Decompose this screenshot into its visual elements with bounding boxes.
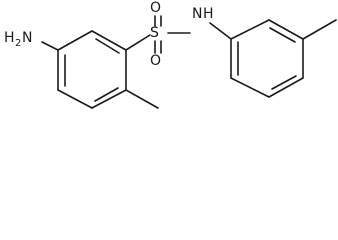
double-bond [269, 27, 296, 43]
amino-label: H 2 N [4, 30, 32, 49]
nh-label: N H [192, 6, 214, 22]
bond [268, 19, 304, 40]
nh-h: H [203, 6, 214, 22]
double-bond [94, 87, 119, 102]
n-aryl-bond [209, 22, 232, 40]
bond [91, 30, 127, 51]
amino-subscript: 2 [15, 38, 21, 49]
oxygen-bottom-label: O [150, 53, 161, 69]
left-methyl-bond [125, 89, 159, 109]
right-benzene-ring [230, 19, 304, 98]
c-s-bond [125, 34, 151, 51]
amino-bond [41, 41, 59, 51]
right-methyl-bond [302, 19, 337, 40]
oxygen-top-label: O [150, 0, 161, 16]
sulfur-label: S [150, 25, 159, 41]
bond [57, 30, 93, 51]
double-bond [95, 38, 120, 54]
bond [91, 89, 127, 109]
bond [268, 77, 304, 98]
left-benzene-ring [57, 30, 127, 109]
bond [230, 77, 270, 98]
bond [230, 19, 270, 40]
nh-n: N [192, 6, 202, 22]
bond [57, 89, 93, 109]
amino-h: H [4, 30, 15, 46]
double-bond [271, 75, 297, 90]
amino-n: N [22, 30, 32, 46]
chemical-structure: H 2 N S O O N H [4, 0, 337, 109]
